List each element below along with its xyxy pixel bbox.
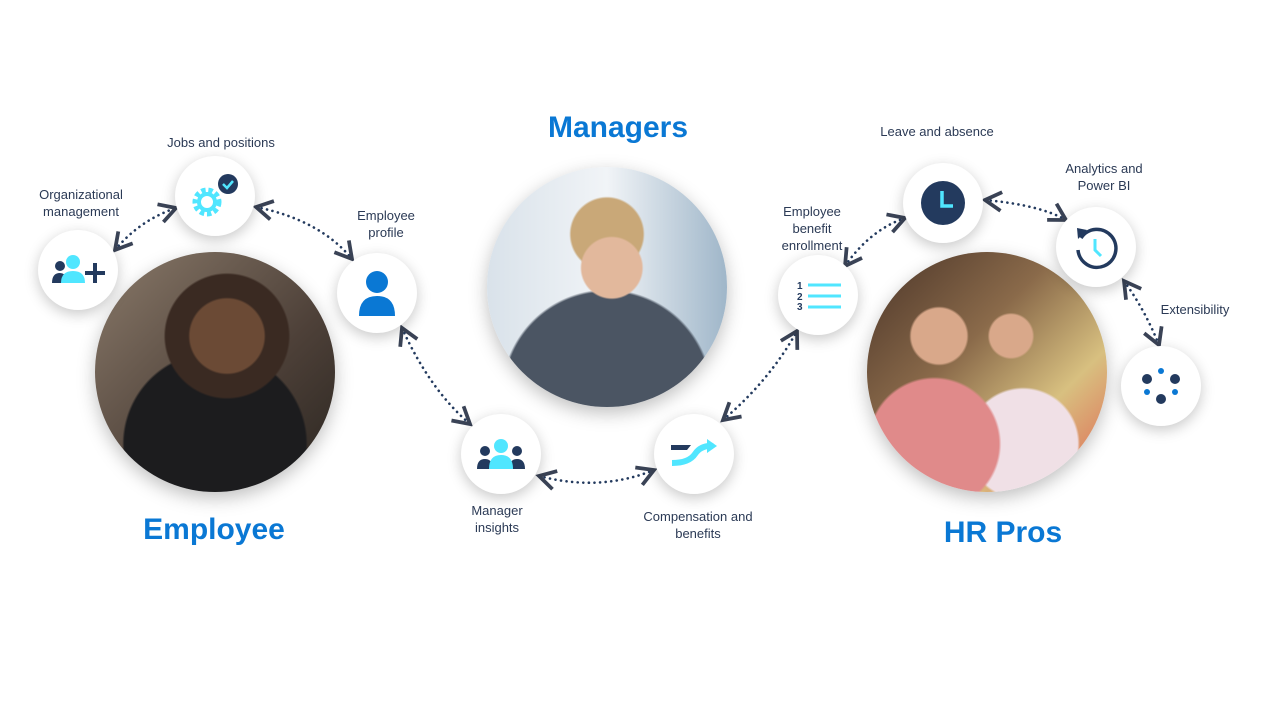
label-leave-absence: Leave and absence — [880, 124, 994, 139]
arrow-analytics-ext — [1121, 277, 1164, 349]
manager-insights-node[interactable] — [461, 414, 541, 494]
team-icon — [477, 439, 525, 469]
label-extensibility: Extensibility — [1160, 302, 1230, 317]
trend-arrow-icon — [671, 439, 717, 466]
clock-icon — [921, 181, 965, 225]
employee-photo — [95, 252, 335, 492]
arrow-jobs-profile — [252, 199, 355, 262]
label-analytics: Analytics and Power BI — [1065, 161, 1143, 193]
compensation-node[interactable] — [654, 414, 734, 494]
arrow-profile-insights — [398, 324, 473, 427]
jobs-positions-node[interactable] — [175, 156, 255, 236]
gears-icon — [192, 174, 238, 217]
dots-ring-icon — [1142, 368, 1180, 404]
group-title-managers: Managers — [547, 111, 689, 144]
hr-pros-photo — [867, 252, 1107, 492]
svg-text:2: 2 — [797, 292, 803, 303]
arrow-enroll-leave — [842, 212, 909, 270]
leave-absence-node[interactable] — [903, 163, 983, 243]
label-jobs-positions: Jobs and positions — [167, 135, 275, 150]
arrow-comp-enroll — [720, 327, 800, 423]
add-people-icon — [52, 255, 105, 283]
numbered-list-icon: 123 — [797, 281, 841, 310]
extensibility-node[interactable] — [1121, 346, 1201, 426]
label-employee-profile: Employee profile — [357, 208, 415, 240]
label-benefit-enrollment: Employee benefit enrollment — [781, 204, 843, 253]
arrow-org-jobs — [112, 202, 180, 253]
label-manager-insights: Manager insights — [471, 503, 523, 535]
label-org-management: Organizational management — [39, 187, 123, 219]
group-title-employee: Employee — [143, 513, 285, 546]
person-icon — [359, 271, 395, 316]
analytics-node[interactable] — [1056, 207, 1136, 287]
managers-photo — [487, 167, 727, 407]
label-compensation: Compensation and benefits — [643, 509, 753, 541]
employee-profile-node[interactable] — [337, 253, 417, 333]
svg-text:1: 1 — [797, 281, 803, 292]
group-title-hr-pros: HR Pros — [943, 516, 1063, 549]
history-icon — [1076, 227, 1118, 270]
arrow-insights-comp — [535, 465, 658, 491]
org-management-node[interactable] — [38, 230, 118, 310]
svg-text:3: 3 — [797, 302, 803, 310]
arrow-leave-analytics — [981, 190, 1070, 222]
